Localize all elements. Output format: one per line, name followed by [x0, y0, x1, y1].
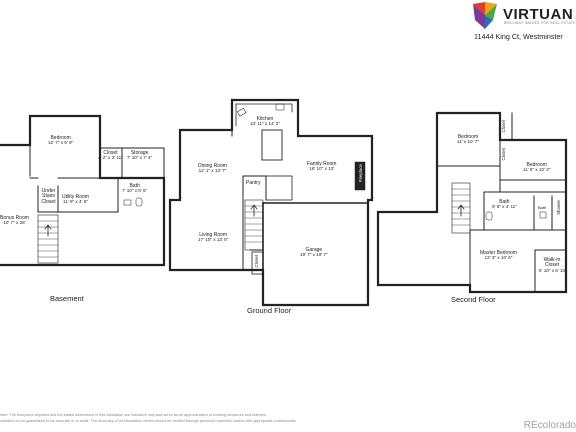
room-dims: 13' 11" x 14' 2": [250, 121, 280, 127]
room-label: Under Stairs Closet: [40, 188, 57, 205]
closet-label: Closet: [501, 120, 506, 133]
watermark: REcolorado: [523, 420, 576, 431]
second-stairs: [451, 182, 471, 234]
room-dims: 9' 6" x 4' 11": [492, 204, 517, 210]
disclaimer-line: ustration is not guaranteed to be accura…: [0, 418, 297, 423]
logo-segment-green: [485, 4, 497, 20]
closet-label: Closet: [254, 255, 259, 268]
stair-arrow-icon: [457, 204, 465, 217]
logo-segment-purple: [473, 4, 485, 29]
room-label: Closet 4' 2" x 3' 11": [98, 150, 123, 161]
room-dims: 12' 1" x 13' 7": [198, 168, 227, 174]
room-dims: 11' x 10' 7": [457, 139, 479, 145]
room-name: Bath: [129, 183, 140, 189]
sink-icon: [123, 199, 132, 206]
room-label: Pantry: [246, 180, 261, 186]
ground-floor-plan: [168, 98, 374, 307]
basement-outline: [0, 114, 166, 267]
pantry-block: [265, 175, 293, 201]
basement-plan: [0, 114, 166, 267]
second-floor-plan: [376, 111, 568, 294]
room-label: Bedroom 12' 7" x 9' 9": [48, 135, 74, 146]
room-dims: 13' 3" x 10' 6": [484, 255, 513, 261]
closet-block: [251, 251, 264, 275]
room-name: Dining Room: [198, 163, 227, 169]
toilet-icon: [485, 211, 493, 221]
room-label: Kitchen 13' 11" x 14' 2": [250, 116, 280, 127]
sink-icon: [236, 107, 247, 117]
room-label: Bedroom 11' x 10' 7": [457, 134, 479, 145]
room-name: Bath: [499, 199, 510, 205]
stair-arrow-icon: [44, 224, 52, 237]
ground-outline: [168, 98, 374, 307]
room-name: Family Room: [307, 161, 337, 167]
room-name: Bath: [538, 205, 547, 210]
room-name: Utility Room: [62, 194, 89, 200]
room-dims: 10' 7" x 28': [3, 220, 26, 226]
room-label: Bath 7' 10" x 8' 5": [122, 183, 148, 194]
kitchen-counter: [235, 103, 293, 113]
room-name: Bedroom: [526, 162, 547, 168]
room-label: Living Room 17' 10" x 13' 5": [198, 232, 229, 243]
room-name: Storage: [130, 150, 149, 156]
virtuance-logo-icon: [473, 2, 497, 29]
disclaimer-line: imer: The floorplans depicted and the st…: [0, 413, 267, 417]
room-dims: 5' 10" x 5' 10": [539, 267, 567, 273]
floor-label-ground: Ground Floor: [247, 306, 292, 315]
room-name: Kitchen: [256, 116, 274, 122]
room-dims: 7' 10" x 8' 5": [122, 188, 148, 194]
closet-label: Closet: [501, 148, 506, 161]
room-label: Storage 7' 10" x 7' 4": [127, 150, 153, 161]
property-address: 11444 King Ct, Westminster: [474, 32, 563, 41]
toilet-icon: [135, 197, 143, 207]
room-name: Walk-In Closet: [543, 257, 561, 269]
stove-icon: [275, 103, 285, 111]
brand-name: VIRTUAN: [503, 6, 574, 23]
floor-label-basement: Basement: [50, 294, 84, 303]
sink-icon: [539, 211, 547, 219]
room-name: Under Stairs Closet: [41, 188, 56, 205]
room-dims: 11' 9" x 4' 6": [63, 199, 88, 205]
room-dims: 4' 2" x 3' 11": [98, 155, 123, 161]
room-dims: 7' 10" x 7' 4": [127, 155, 153, 161]
room-label: Bedroom 11' 6" x 10' 2": [523, 162, 551, 173]
room-name: Living Room: [199, 232, 228, 238]
shower-label: Shower: [556, 200, 561, 215]
room-dims: 11' 6" x 10' 2": [523, 167, 551, 173]
room-dims: 19' 7" x 19' 7": [300, 252, 328, 258]
stair-arrow-icon: [250, 204, 258, 217]
logo-segment-blue: [485, 15, 493, 29]
room-label: Master Bedroom 13' 3" x 10' 6": [480, 250, 517, 261]
brand-tagline: BRILLIANT IMAGES FOR REAL ESTATE: [504, 21, 576, 25]
room-name: Bonus Room: [0, 215, 29, 221]
disclaimer: imer: The floorplans depicted and the st…: [0, 413, 430, 424]
room-dims: 16' 10" x 13': [309, 166, 335, 172]
logo-segment-red: [473, 2, 485, 15]
fireplace-block: [354, 161, 366, 191]
room-dims: 12' 7" x 9' 9": [48, 140, 74, 146]
fireplace-label: Fireplace: [358, 164, 363, 183]
room-name: Pantry: [246, 180, 261, 186]
room-label: Garage 19' 7" x 19' 7": [300, 247, 328, 258]
stair-treads: [451, 188, 471, 226]
room-dims: 17' 10" x 13' 5": [198, 237, 229, 243]
room-label: Bath: [538, 205, 547, 210]
room-name: Bedroom: [457, 134, 479, 140]
room-name: Garage: [305, 247, 323, 253]
logo-segment-orange: [485, 2, 497, 15]
ground-stairs: [244, 199, 264, 251]
room-label: Walk-In Closet 5' 10" x 5' 10": [539, 257, 567, 273]
room-name: Master Bedroom: [480, 250, 517, 256]
room-name: Bedroom: [50, 135, 71, 141]
room-label: Family Room 16' 10" x 13': [307, 161, 337, 172]
room-label: Utility Room 11' 9" x 4' 6": [62, 194, 89, 205]
floor-label-second: Second Floor: [451, 295, 496, 304]
room-label: Bonus Room 10' 7" x 28': [0, 215, 29, 226]
room-label: Bath 9' 6" x 4' 11": [492, 199, 517, 210]
room-name: Closet: [103, 150, 118, 156]
kitchen-island: [261, 129, 283, 161]
room-label: Dining Room 12' 1" x 13' 7": [198, 163, 227, 174]
